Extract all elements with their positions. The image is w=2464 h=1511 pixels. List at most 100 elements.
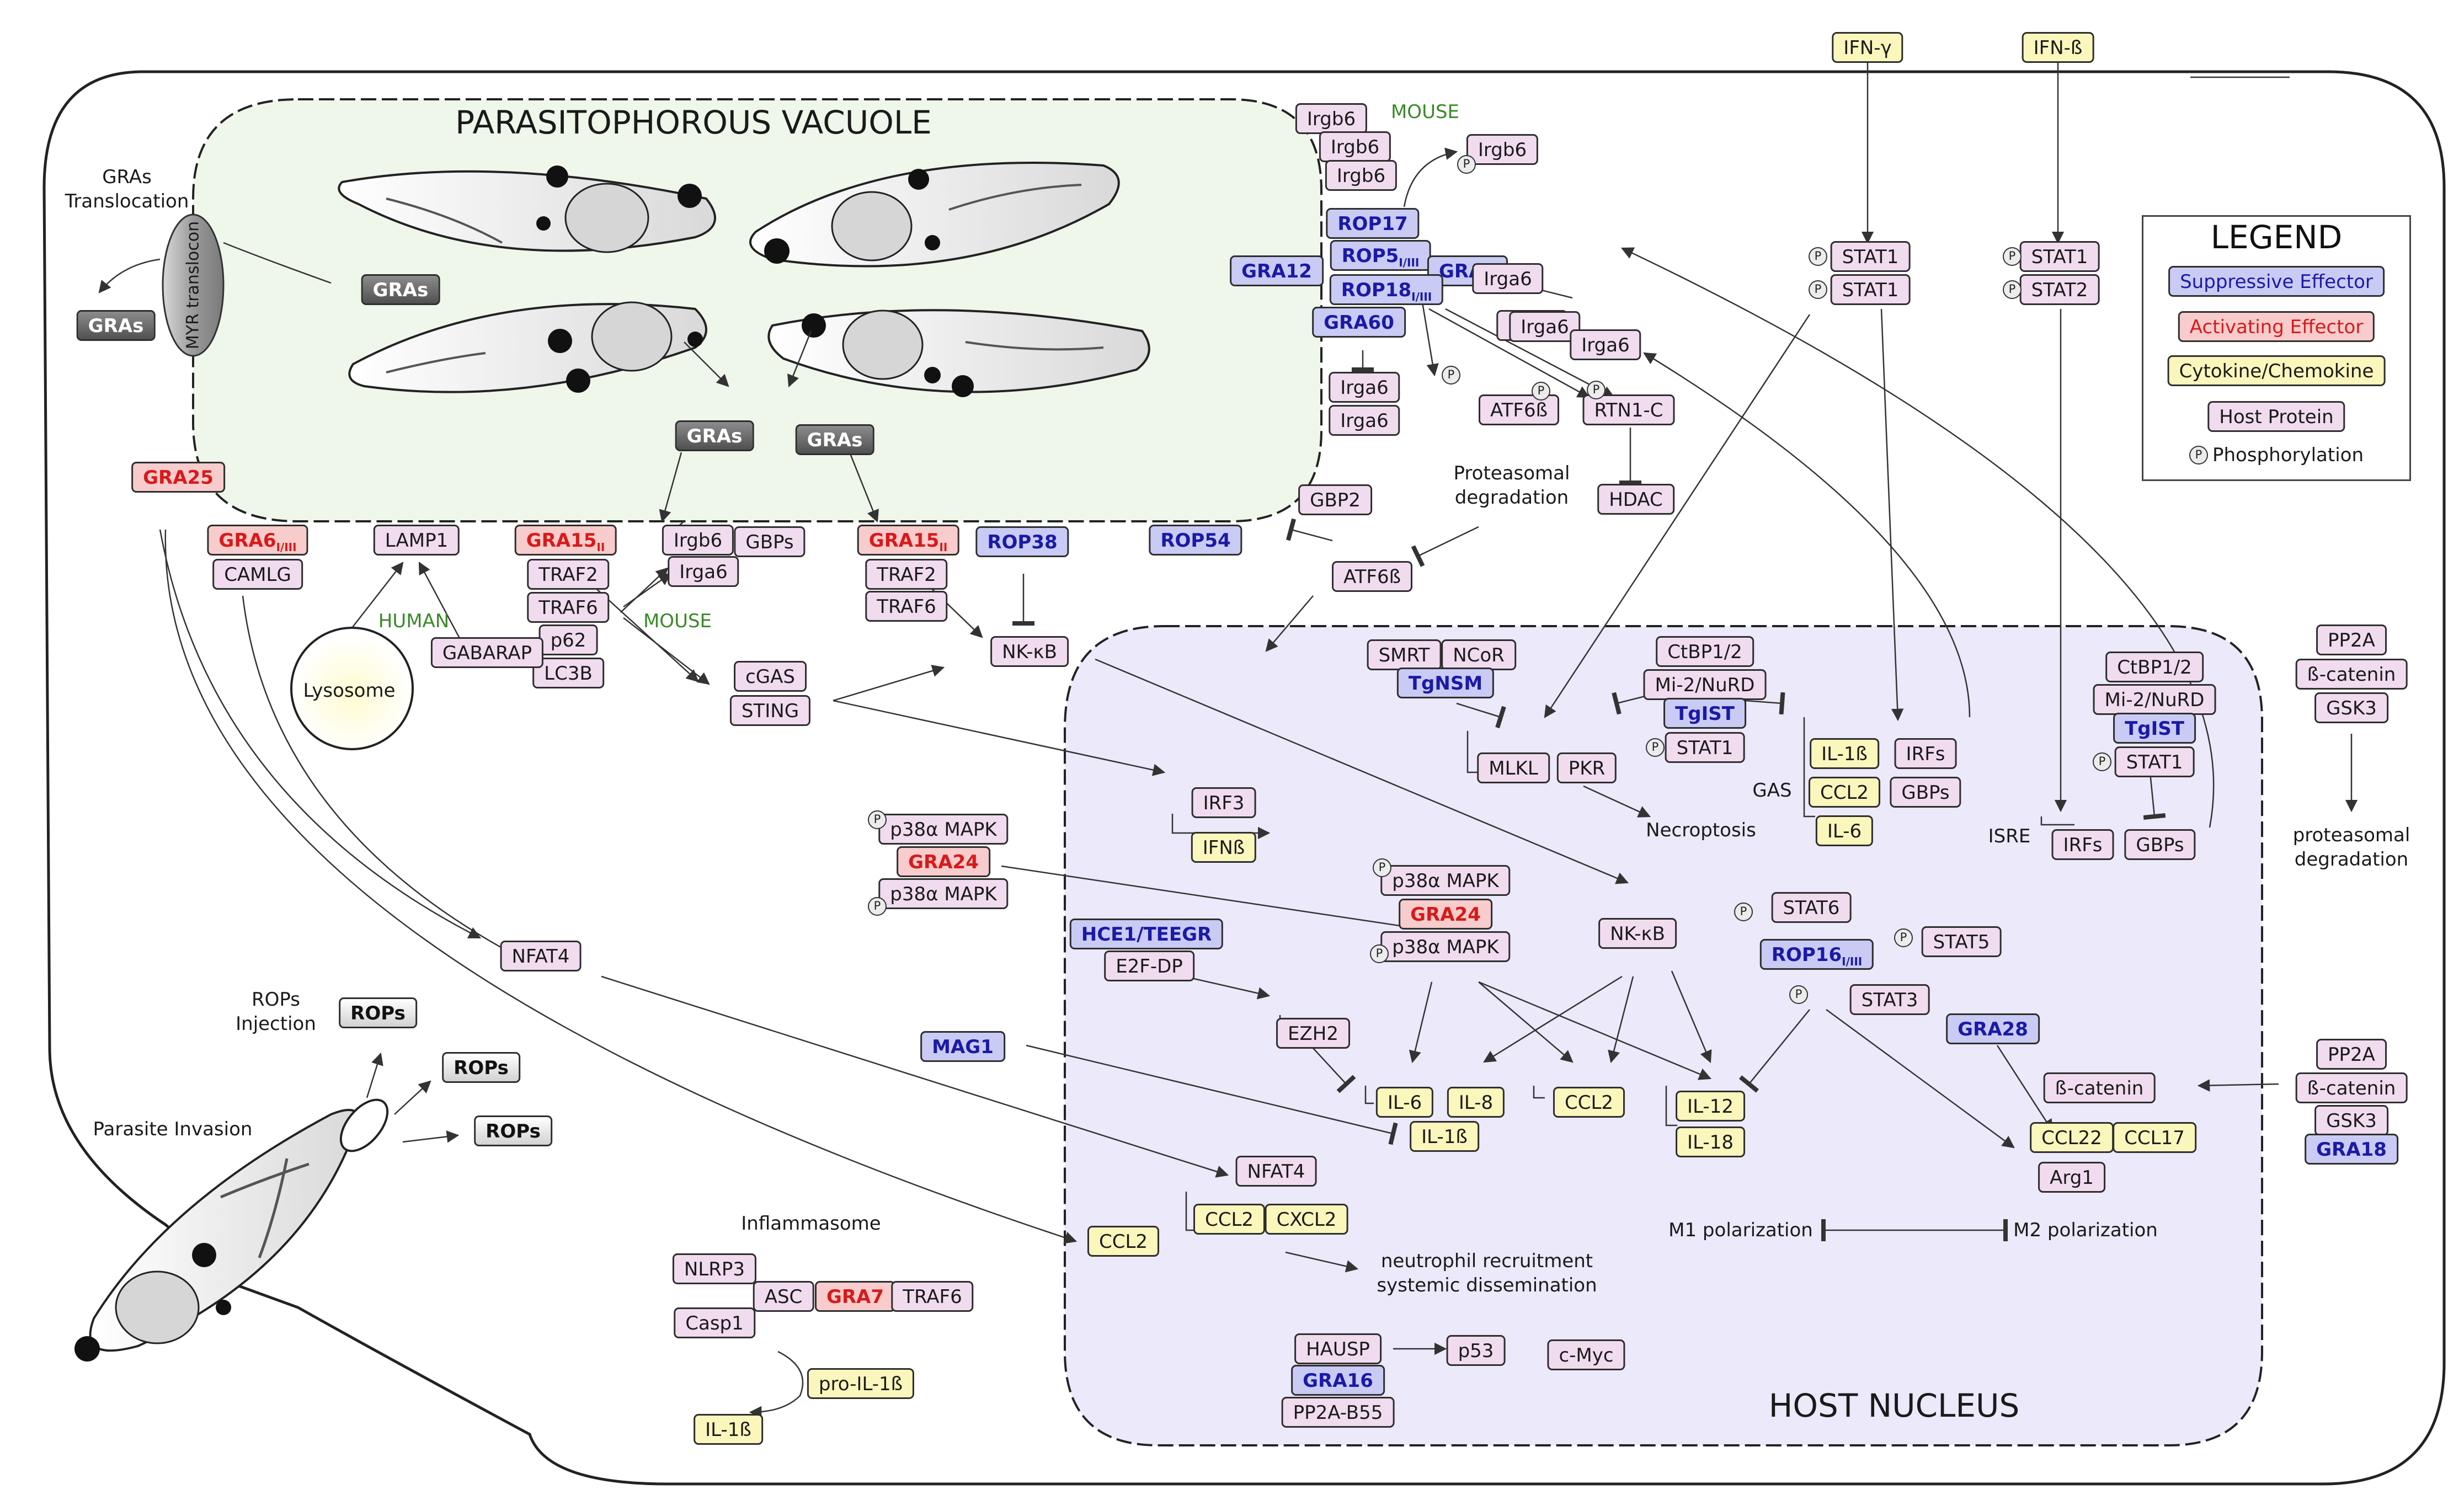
- node-label: GRA16: [1303, 1370, 1373, 1392]
- node-label: p38α MAPK: [890, 819, 997, 841]
- node-label: PP2A: [2328, 1044, 2375, 1066]
- node-label: Casp1: [685, 1312, 744, 1334]
- node-ifn-beta: IFN-ß: [2022, 32, 2094, 63]
- node-label: PKR: [1568, 757, 1606, 779]
- node-label: STAT1: [1842, 279, 1899, 301]
- node-nfat4-n: NFAT4: [1235, 1156, 1317, 1187]
- node-label: p38α MAPK: [1392, 870, 1499, 892]
- node-irga6-m: Irga6: [668, 556, 739, 587]
- node-label: ROP38: [987, 531, 1058, 553]
- node-ncor: NCoR: [1441, 639, 1516, 670]
- m1-label: M1 polarization: [1668, 1219, 1813, 1241]
- node-gra15-a: GRA15II: [514, 525, 617, 556]
- node-gbps-gas: GBPs: [1890, 777, 1961, 808]
- phosphorylation-icon: P: [1809, 247, 1827, 266]
- node-label: ROP5: [1341, 245, 1399, 267]
- node-nfat4-c: NFAT4: [500, 941, 582, 971]
- node-label: IFN-γ: [1843, 37, 1892, 59]
- node-gras-outside: GRAs: [76, 310, 156, 341]
- node-ifnb-c: IFNß: [1191, 832, 1257, 863]
- node-label: EZH2: [1288, 1023, 1338, 1045]
- node-irgb6-1: Irgb6: [1295, 103, 1368, 134]
- node-irga6-e: Irga6: [1329, 405, 1400, 436]
- node-rops-2: ROPs: [442, 1052, 520, 1083]
- node-stat3: STAT3: [1849, 984, 1930, 1015]
- node-label: GRA15: [868, 530, 940, 552]
- node-irga6-c: Irga6: [1570, 329, 1641, 360]
- node-label: ROPs: [454, 1057, 509, 1079]
- phosphorylation-icon: P: [1442, 366, 1460, 385]
- node-label: STAT1: [1842, 246, 1899, 268]
- node-stat1-g2: STAT1: [1830, 274, 1911, 305]
- phosphorylation-icon: P: [1373, 858, 1391, 877]
- node-label: STAT1: [2031, 246, 2088, 268]
- phosphorylation-icon: P: [868, 810, 887, 829]
- node-label: ATF6ß: [1490, 399, 1548, 421]
- node-label: ß-catenin: [2307, 1077, 2396, 1099]
- node-label: NK-κB: [1610, 923, 1665, 945]
- node-il12-n: IL-12: [1676, 1091, 1745, 1122]
- invading-parasite: [74, 1098, 389, 1361]
- legend-box: [2142, 215, 2411, 481]
- node-rop38: ROP38: [975, 526, 1069, 557]
- node-stat1-g1: STAT1: [1830, 241, 1911, 272]
- node-label: TgIST: [1675, 703, 1735, 725]
- node-irga6-d: Irga6: [1329, 372, 1400, 403]
- node-p62: p62: [538, 624, 598, 655]
- node-il1b-c: IL-1ß: [694, 1414, 763, 1445]
- node-label: CtBP1/2: [1667, 641, 1742, 663]
- node-label: GRA28: [1958, 1018, 2028, 1040]
- node-label: GRA24: [1410, 904, 1481, 926]
- node-label: ß-catenin: [2055, 1077, 2144, 1099]
- node-label: MAG1: [932, 1036, 994, 1058]
- phosphorylation-icon: P: [1789, 985, 1808, 1004]
- node-label: GABARAP: [442, 642, 532, 664]
- node-pp2a-b55: PP2A-B55: [1281, 1397, 1395, 1428]
- node-label: IL-6: [1387, 1092, 1422, 1114]
- node-gsk3-b: GSK3: [2314, 1105, 2388, 1136]
- legend-cytokine: Cytokine/Chemokine: [2167, 355, 2386, 386]
- node-pp2a-b: PP2A: [2316, 1039, 2387, 1070]
- node-label: IFNß: [1202, 837, 1245, 859]
- node-label: NCoR: [1453, 644, 1505, 666]
- node-label: GBPs: [2136, 834, 2184, 856]
- node-label: MLKL: [1489, 757, 1538, 779]
- node-irga6-a: Irga6: [1472, 263, 1544, 294]
- node-tgist-b: TgIST: [2113, 713, 2196, 744]
- node-gra18: GRA18: [2305, 1134, 2398, 1165]
- node-label: GSK3: [2326, 1110, 2377, 1132]
- node-mlkl: MLKL: [1477, 752, 1550, 783]
- node-label: GBP2: [1310, 489, 1361, 511]
- node-gbps-isre: GBPs: [2124, 829, 2196, 860]
- node-label: TRAF6: [903, 1286, 962, 1308]
- node-label: p62: [550, 629, 586, 652]
- tachyzoite-2: [749, 162, 1120, 268]
- node-atf6b-top: ATF6ß: [1479, 394, 1559, 425]
- node-gra24-c: GRA24: [897, 846, 990, 877]
- legend-suppressive: Suppressive Effector: [2168, 266, 2385, 297]
- node-label: GRA60: [1324, 312, 1394, 334]
- node-rop54: ROP54: [1149, 525, 1242, 556]
- mouse-label-top: MOUSE: [1390, 101, 1460, 123]
- node-label: Irgb6: [1306, 108, 1356, 130]
- phosphorylation-icon: P: [1734, 903, 1753, 921]
- node-irfs-gas: IRFs: [1894, 738, 1957, 769]
- phosphorylation-icon: P: [1587, 381, 1606, 399]
- node-label: PP2A: [2328, 629, 2375, 652]
- node-label: IL-12: [1687, 1096, 1734, 1118]
- node-traf2-b: TRAF2: [865, 559, 948, 590]
- node-gra15-b: GRA15II: [857, 525, 959, 556]
- node-label: E2F-DP: [1116, 955, 1183, 978]
- node-ifn-gamma: IFN-γ: [1832, 32, 1903, 63]
- node-gra7-in: GRA7: [814, 1281, 896, 1312]
- node-label: GRA12: [1241, 260, 1312, 282]
- node-stat1-b: STAT1: [2019, 241, 2100, 272]
- node-label: GSK3: [2326, 697, 2377, 719]
- node-label: STAT6: [1783, 897, 1840, 919]
- isre-label: ISRE: [1988, 825, 2031, 847]
- node-traf2-a: TRAF2: [527, 559, 610, 590]
- proteasomal-degradation-label: Proteasomal degradation: [1453, 462, 1570, 509]
- node-hce1: HCE1/TEEGR: [1069, 919, 1224, 949]
- node-label: IL-8: [1458, 1092, 1494, 1114]
- node-label: Irga6: [1340, 410, 1389, 432]
